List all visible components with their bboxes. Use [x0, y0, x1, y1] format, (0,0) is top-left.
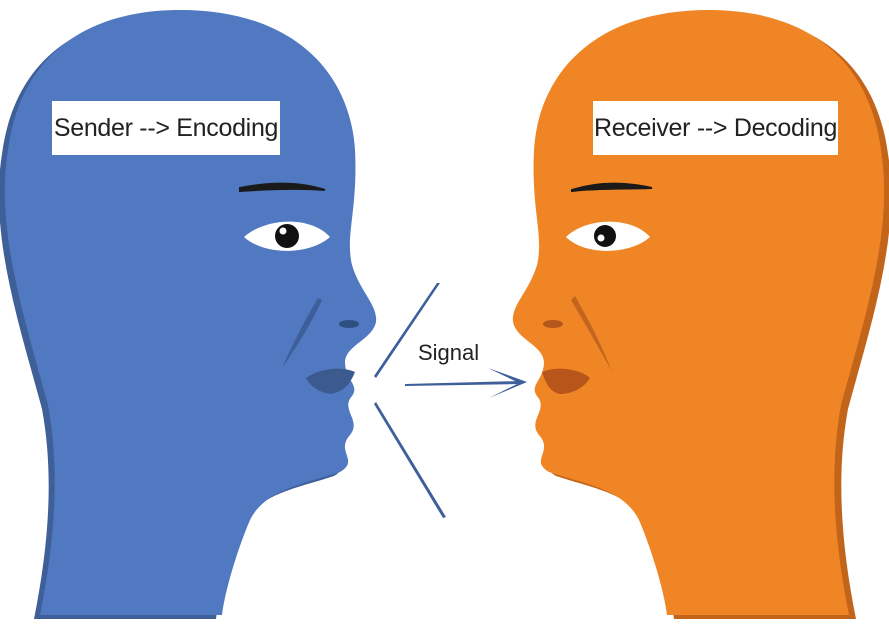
receiver-nostril	[543, 320, 563, 328]
sender-nostril	[339, 320, 359, 328]
sender-label: Sender --> Encoding	[52, 101, 280, 155]
signal-line-lower	[374, 402, 446, 518]
signal-arrow-shaft	[405, 381, 520, 386]
sender-eye-pupil	[275, 224, 299, 248]
receiver-eye-highlight	[598, 235, 605, 242]
receiver-label: Receiver --> Decoding	[593, 101, 838, 155]
signal-label: Signal	[418, 340, 479, 366]
sender-eye-highlight	[280, 228, 287, 235]
receiver-eye-pupil	[594, 225, 616, 247]
signal-waves	[374, 283, 527, 518]
